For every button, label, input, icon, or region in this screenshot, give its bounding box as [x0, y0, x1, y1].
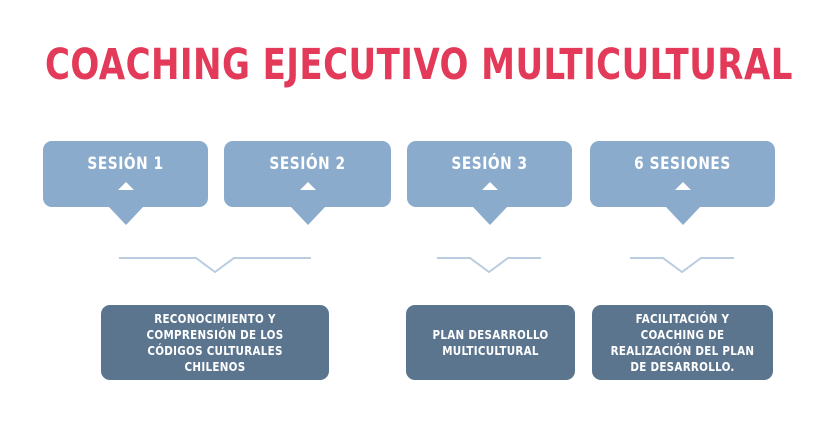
session-box-2[interactable]: SESIÓN 2 — [224, 141, 391, 225]
page-title: COACHING EJECUTIVO MULTICULTURAL — [45, 40, 793, 90]
outcome-box-3-text: FACILITACIÓN Y COACHING DE REALIZACIÓN D… — [610, 310, 755, 374]
triangle-down-icon — [108, 207, 143, 225]
session-box-4[interactable]: 6 SESIONES — [590, 141, 775, 225]
connector-line-3 — [630, 257, 734, 274]
session-box-4-label: 6 SESIONES — [634, 154, 731, 174]
session-box-1-label: SESIÓN 1 — [87, 154, 164, 174]
outcome-box-1[interactable]: RECONOCIMIENTO Y COMPRENSIÓN DE LOS CÓDI… — [101, 305, 329, 380]
triangle-down-icon — [472, 207, 507, 225]
outcome-box-2-text: PLAN DESARROLLO MULTICULTURAL — [432, 326, 549, 358]
outcome-box-3[interactable]: FACILITACIÓN Y COACHING DE REALIZACIÓN D… — [592, 305, 773, 380]
outcome-box-2[interactable]: PLAN DESARROLLO MULTICULTURAL — [406, 305, 575, 380]
triangle-up-icon — [299, 182, 316, 190]
outcome-box-1-text: RECONOCIMIENTO Y COMPRENSIÓN DE LOS CÓDI… — [146, 310, 284, 374]
connector-line-1 — [119, 257, 311, 274]
session-box-3[interactable]: SESIÓN 3 — [407, 141, 572, 225]
session-box-3-label: SESIÓN 3 — [451, 154, 528, 174]
triangle-up-icon — [481, 182, 498, 190]
connector-line-2 — [437, 257, 541, 274]
triangle-up-icon — [117, 182, 134, 190]
session-box-2-label: SESIÓN 2 — [269, 154, 346, 174]
triangle-up-icon — [674, 182, 691, 190]
triangle-down-icon — [665, 207, 700, 225]
triangle-down-icon — [290, 207, 325, 225]
session-box-1[interactable]: SESIÓN 1 — [43, 141, 208, 225]
